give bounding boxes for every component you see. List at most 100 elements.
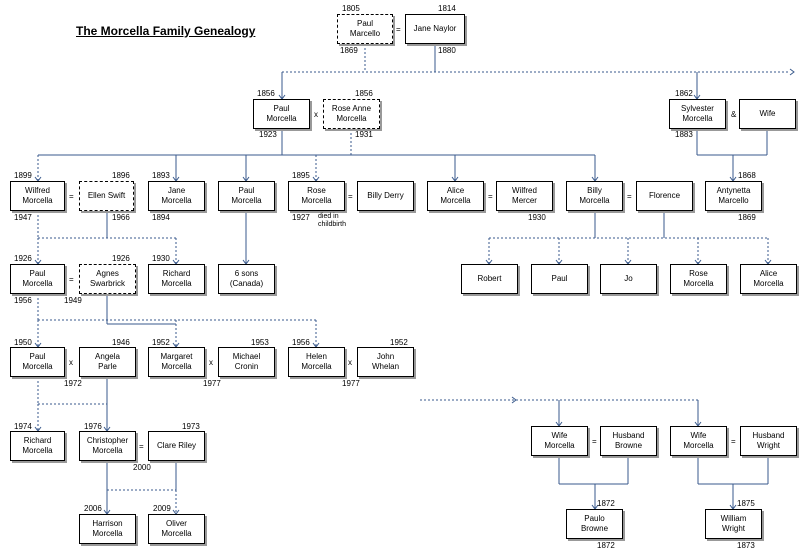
year-label: 1972: [64, 379, 82, 388]
marriage-symbol: &: [731, 110, 737, 119]
year-label: 1880: [438, 46, 456, 55]
year-label: 1872: [597, 499, 615, 508]
year-label: 1883: [675, 130, 693, 139]
year-label: 1976: [84, 422, 102, 431]
person-robert[interactable]: Robert: [461, 264, 518, 294]
year-label: 1927: [292, 213, 310, 222]
year-label: 1956: [292, 338, 310, 347]
year-label: 1973: [182, 422, 200, 431]
year-label: 1930: [528, 213, 546, 222]
person-florence[interactable]: Florence: [636, 181, 693, 211]
year-label: 1856: [257, 89, 275, 98]
year-label: 1977: [203, 379, 221, 388]
year-label: 1862: [675, 89, 693, 98]
marriage-symbol: =: [69, 275, 74, 284]
year-label: 1966: [112, 213, 130, 222]
marriage-symbol: x: [209, 358, 213, 367]
arrowhead: [789, 68, 795, 76]
marriage-symbol: x: [69, 358, 73, 367]
year-label: 1953: [251, 338, 269, 347]
marriage-symbol: =: [348, 192, 353, 201]
year-label: 1923: [259, 130, 277, 139]
year-label: 1893: [152, 171, 170, 180]
marriage-symbol: =: [627, 192, 632, 201]
marriage-symbol: =: [731, 437, 736, 446]
year-label: 1949: [64, 296, 82, 305]
year-label: 1926: [112, 254, 130, 263]
year-label: 1956: [14, 296, 32, 305]
person-paul[interactable]: Paul: [531, 264, 588, 294]
year-label: 1869: [340, 46, 358, 55]
year-label: 1952: [390, 338, 408, 347]
year-label: 1875: [737, 499, 755, 508]
person-clare-riley[interactable]: Clare Riley: [148, 431, 205, 461]
year-label: 1952: [152, 338, 170, 347]
year-label: 1946: [112, 338, 130, 347]
person-six-sons[interactable]: 6 sons(Canada): [218, 264, 275, 294]
year-label: 2000: [133, 463, 151, 472]
year-label: 1814: [438, 4, 456, 13]
year-label: 1805: [342, 4, 360, 13]
year-label: 1950: [14, 338, 32, 347]
year-label: 1926: [14, 254, 32, 263]
marriage-symbol: x: [314, 110, 318, 119]
year-label: 1947: [14, 213, 32, 222]
year-label: 1977: [342, 379, 360, 388]
year-label: 1974: [14, 422, 32, 431]
marriage-symbol: =: [592, 437, 597, 446]
year-label: 2009: [153, 504, 171, 513]
person-billy-derry[interactable]: Billy Derry: [357, 181, 414, 211]
person-wife[interactable]: Wife: [739, 99, 796, 129]
year-label: 1873: [737, 541, 755, 550]
marriage-symbol: =: [69, 192, 74, 201]
year-label: 1895: [292, 171, 310, 180]
year-label: 1868: [738, 171, 756, 180]
year-label: 1896: [112, 171, 130, 180]
arrowhead: [511, 396, 517, 404]
year-label: 1869: [738, 213, 756, 222]
person-jo[interactable]: Jo: [600, 264, 657, 294]
year-label: 1899: [14, 171, 32, 180]
person-jane-naylor[interactable]: Jane Naylor: [405, 14, 465, 44]
marriage-symbol: =: [488, 192, 493, 201]
marriage-symbol: =: [396, 25, 401, 34]
year-label: 1930: [152, 254, 170, 263]
person-ellen-swift[interactable]: Ellen Swift: [79, 181, 134, 211]
marriage-symbol: x: [348, 358, 352, 367]
year-label: 1931: [355, 130, 373, 139]
